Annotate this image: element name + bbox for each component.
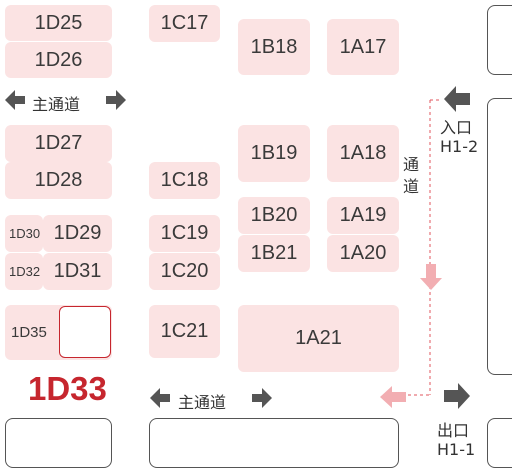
highlighted-booth-1D33[interactable] — [59, 306, 111, 358]
booth-1D30[interactable]: 1D30 — [5, 215, 43, 252]
booth-label: 1D28 — [34, 169, 83, 191]
booth-label: 1A19 — [339, 204, 387, 226]
booth-1D27[interactable]: 1D27 — [5, 125, 112, 162]
left-arrow-icon — [5, 90, 25, 110]
right-arrow-icon — [106, 90, 126, 110]
booth-label: 1C19 — [160, 222, 209, 244]
booth-label: 1C20 — [160, 260, 209, 282]
side-aisle-label: 通 道 — [401, 154, 421, 198]
booth-label: 1B21 — [250, 242, 298, 264]
booth-label: 1D32 — [9, 264, 41, 279]
wall-block-top-right — [487, 5, 512, 75]
wall-block-bottom-left — [5, 418, 112, 468]
booth-label: 1A20 — [339, 242, 387, 264]
booth-label: 1D27 — [34, 132, 83, 154]
booth-label: 1A17 — [339, 35, 387, 58]
main-aisle-label: 主通道 — [32, 95, 81, 114]
booth-label: 1B19 — [250, 142, 298, 164]
booth-1B19[interactable]: 1B19 — [238, 125, 310, 182]
booth-label: 1D31 — [53, 260, 102, 282]
exit-code: H1-1 — [437, 440, 476, 459]
booth-1C21[interactable]: 1C21 — [149, 305, 220, 358]
side-aisle-char: 道 — [402, 177, 419, 196]
entrance-code: H1-2 — [440, 137, 479, 156]
down-arrow-icon — [420, 264, 442, 290]
route-path — [408, 99, 442, 396]
left-arrow-icon — [150, 388, 170, 408]
booth-1C18[interactable]: 1C18 — [149, 162, 220, 199]
booth-label: 1D35 — [11, 324, 47, 341]
left-arrow-icon — [444, 86, 470, 112]
booth-label: 1D25 — [34, 11, 83, 34]
booth-1D28[interactable]: 1D28 — [5, 162, 112, 199]
booth-label: 1C21 — [160, 320, 209, 342]
booth-1C17[interactable]: 1C17 — [149, 5, 220, 42]
wall-block-bottom-right — [487, 418, 512, 468]
booth-1B21[interactable]: 1B21 — [238, 235, 310, 272]
entrance-text: 入口 — [440, 118, 473, 137]
booth-1C19[interactable]: 1C19 — [149, 215, 220, 252]
highlighted-booth-label: 1D33 — [28, 370, 107, 407]
exit-text: 出口 — [437, 421, 470, 440]
right-arrow-icon — [252, 388, 272, 408]
booth-label: 1D29 — [53, 222, 102, 244]
main-aisle-label: 主通道 — [178, 393, 227, 412]
wall-block-bottom-middle — [149, 418, 399, 468]
booth-label: 1C17 — [160, 12, 209, 34]
booth-1A17[interactable]: 1A17 — [327, 19, 399, 75]
booth-1A20[interactable]: 1A20 — [327, 235, 399, 272]
booth-1D31[interactable]: 1D31 — [43, 253, 112, 290]
booth-1B18[interactable]: 1B18 — [238, 19, 310, 75]
booth-1A19[interactable]: 1A19 — [327, 197, 399, 234]
booth-1D25[interactable]: 1D25 — [5, 5, 112, 41]
booth-1D26[interactable]: 1D26 — [5, 42, 112, 78]
booth-label: 1B18 — [250, 35, 298, 58]
booth-label: 1D30 — [9, 226, 41, 241]
left-arrow-icon — [380, 386, 406, 408]
booth-1C20[interactable]: 1C20 — [149, 253, 220, 290]
booth-1D29[interactable]: 1D29 — [43, 215, 112, 252]
side-aisle-char: 通 — [402, 155, 419, 174]
booth-label: 1C18 — [160, 169, 209, 191]
right-arrow-icon — [444, 383, 470, 409]
booth-1A18[interactable]: 1A18 — [327, 125, 399, 182]
booth-label: 1A18 — [339, 142, 387, 164]
booth-1A21[interactable]: 1A21 — [238, 305, 399, 372]
entrance-label: 入口 H1-2 — [440, 118, 478, 156]
booth-label: 1B20 — [250, 204, 298, 226]
wall-block-right — [487, 98, 512, 375]
exit-label: 出口 H1-1 — [437, 421, 475, 459]
booth-1B20[interactable]: 1B20 — [238, 197, 310, 234]
booth-label: 1D26 — [34, 48, 83, 71]
booth-label: 1A21 — [295, 327, 342, 349]
booth-1D32[interactable]: 1D32 — [5, 253, 43, 290]
